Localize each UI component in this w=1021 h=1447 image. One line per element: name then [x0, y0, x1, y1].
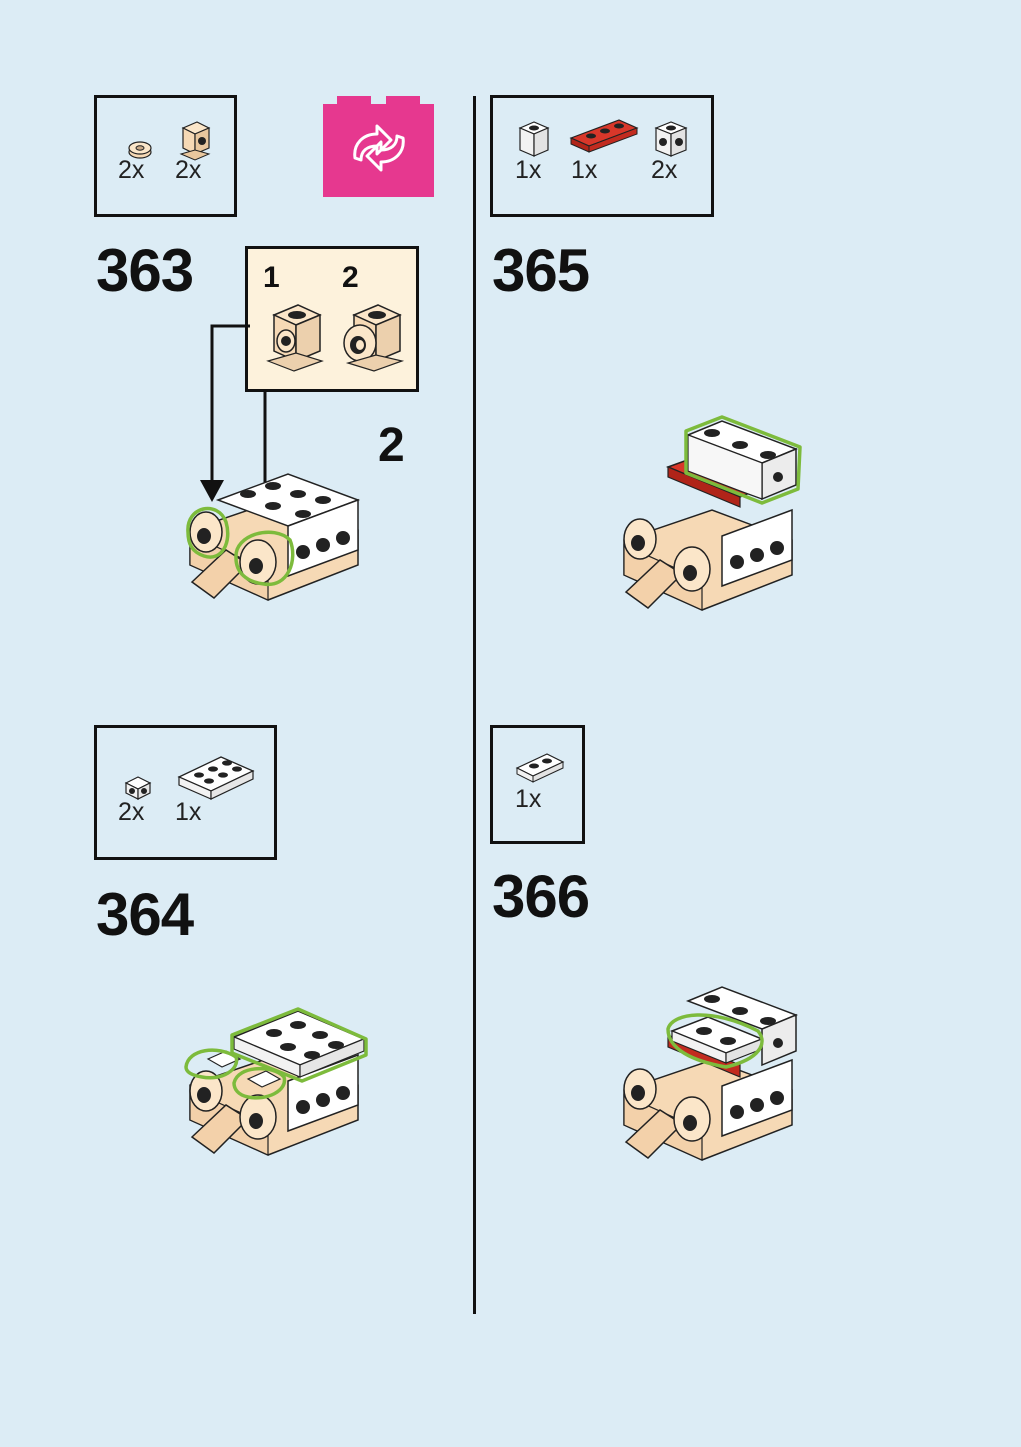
step-number-366: 366 — [492, 862, 589, 931]
qty-label: 1x — [515, 156, 541, 185]
qty-label: 1x — [515, 785, 541, 814]
plate-2x3-icon — [177, 753, 255, 803]
sub-step-2: 2 — [342, 261, 359, 295]
qty-label: 2x — [175, 156, 201, 185]
clip-piece-icon — [122, 773, 154, 801]
qty-label: 1x — [571, 156, 597, 185]
qty-label: 1x — [175, 798, 201, 827]
brick-1x1-studs-icon — [653, 120, 689, 158]
parts-list-366: 1x — [490, 725, 585, 844]
qty-label: 2x — [118, 156, 144, 185]
step-number-364: 364 — [96, 880, 193, 949]
bracket-brick-icon — [340, 301, 406, 373]
multiplier-label: 2 — [378, 418, 405, 473]
model-step-364 — [178, 1005, 373, 1165]
step-number-365: 365 — [492, 236, 589, 305]
qty-label: 2x — [118, 798, 144, 827]
parts-list-365: 1x 1x 2x — [490, 95, 714, 217]
parts-list-363: 2x 2x — [94, 95, 237, 217]
qty-label: 2x — [651, 156, 677, 185]
model-step-366 — [612, 985, 802, 1160]
model-step-363 — [178, 470, 368, 615]
column-divider — [473, 96, 476, 1314]
bracket-brick-icon — [179, 120, 211, 160]
brick-1x1-white-icon — [517, 120, 551, 158]
step-number-363: 363 — [96, 236, 193, 305]
sub-step-1: 1 — [263, 261, 280, 295]
plate-1x2-icon — [515, 752, 565, 784]
model-step-365 — [612, 415, 802, 610]
parts-list-364: 2x 1x — [94, 725, 277, 860]
plate-1x3-red-icon — [569, 118, 639, 154]
rotate-model-icon — [323, 96, 434, 197]
